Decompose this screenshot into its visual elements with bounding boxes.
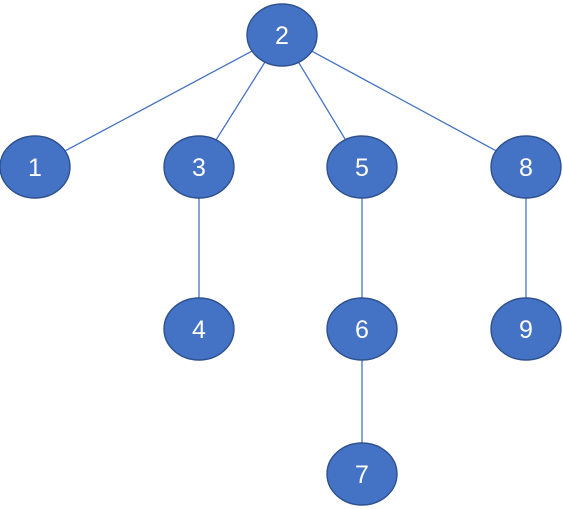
node-label: 6 (355, 316, 369, 344)
node-circle (326, 297, 398, 361)
edge-2-8 (311, 50, 497, 152)
node-label: 9 (519, 316, 533, 344)
node-circle (490, 297, 562, 361)
node-circle (326, 442, 398, 506)
node-label: 8 (519, 154, 533, 182)
node-6: 6 (326, 297, 398, 361)
node-circle (163, 135, 235, 199)
node-label: 7 (355, 461, 369, 489)
node-circle (490, 135, 562, 199)
node-label: 1 (28, 154, 42, 182)
node-7: 7 (326, 442, 398, 506)
node-circle (163, 297, 235, 361)
node-8: 8 (490, 135, 562, 199)
edges-layer (64, 50, 527, 443)
node-9: 9 (490, 297, 562, 361)
node-4: 4 (163, 297, 235, 361)
node-circle (326, 135, 398, 199)
edge-2-1 (64, 50, 253, 152)
nodes-layer: 2 1 3 5 8 4 6 9 7 (0, 3, 562, 506)
node-3: 3 (163, 135, 235, 199)
node-label: 2 (275, 22, 289, 50)
node-2: 2 (246, 3, 318, 67)
edge-2-3 (215, 61, 266, 141)
node-label: 4 (192, 316, 206, 344)
node-circle (246, 3, 318, 67)
node-label: 5 (355, 154, 369, 182)
node-5: 5 (326, 135, 398, 199)
node-label: 3 (192, 154, 206, 182)
node-circle (0, 135, 71, 199)
edge-2-5 (297, 61, 347, 141)
node-1: 1 (0, 135, 71, 199)
